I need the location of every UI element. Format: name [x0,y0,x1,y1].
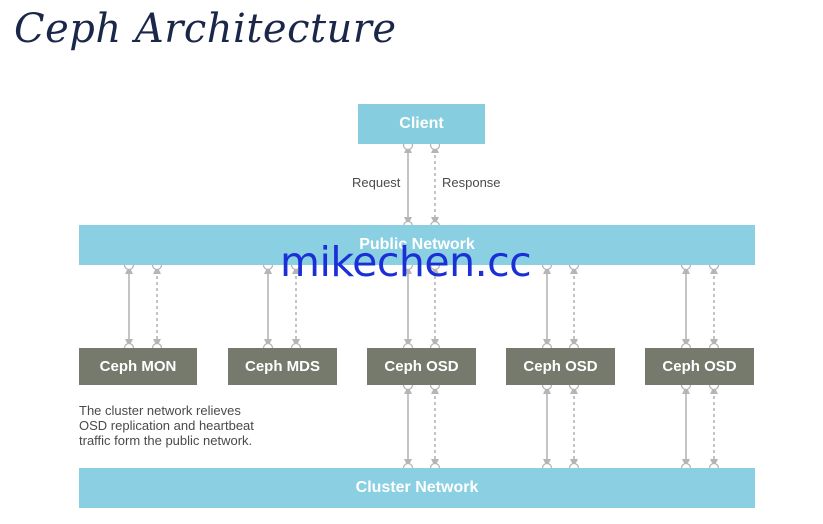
ceph-osd-node-3: Ceph OSD [645,348,754,385]
response-label: Response [442,175,501,190]
ceph-mon-node: Ceph MON [79,348,197,385]
ceph-osd-node-1: Ceph OSD [367,348,476,385]
cluster-network-note: The cluster network relieves OSD replica… [79,403,309,448]
note-line-1: The cluster network relieves [79,403,241,418]
cluster-network-bar: Cluster Network [79,468,755,508]
note-line-2: OSD replication and heartbeat [79,418,254,433]
public-network-bar: Public Network [79,225,755,265]
page-title: Ceph Architecture [14,6,397,52]
ceph-osd-node-2: Ceph OSD [506,348,615,385]
ceph-mds-node: Ceph MDS [228,348,337,385]
watermark-text: mikechen.cc [280,238,532,286]
note-line-3: traffic form the public network. [79,433,253,448]
request-label: Request [352,175,401,190]
client-box: Client [358,104,485,144]
